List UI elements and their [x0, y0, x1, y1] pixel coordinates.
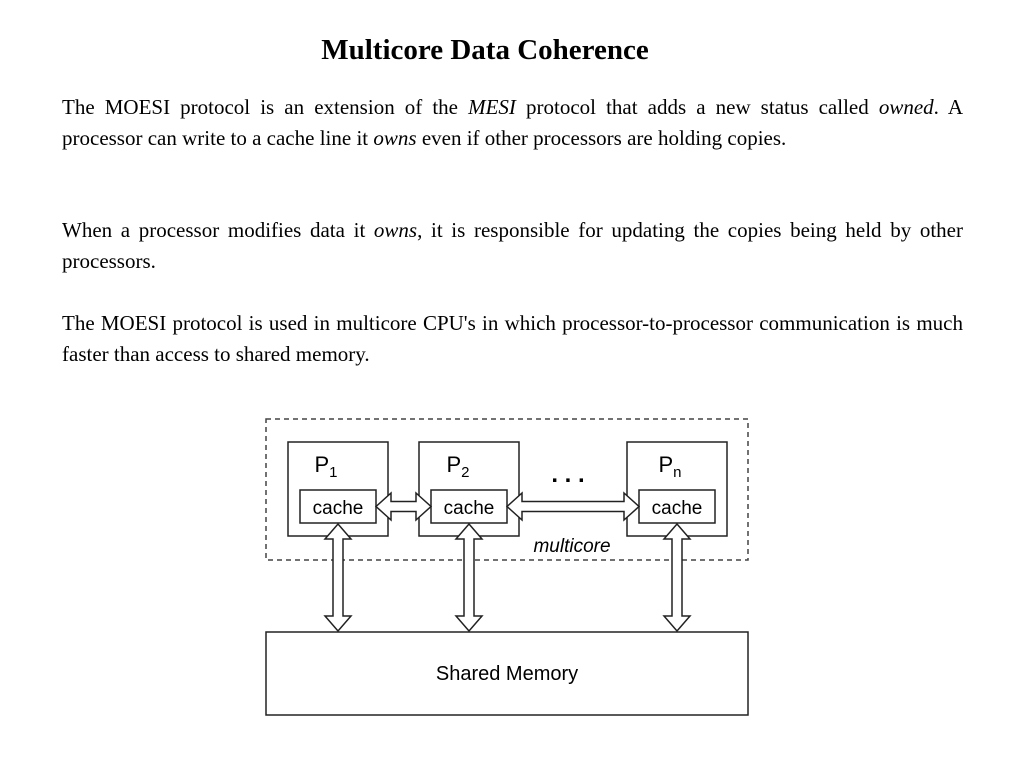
multicore-boundary [265, 418, 749, 561]
paragraph-owner-responsibility: When a processor modifies data it owns, … [62, 215, 963, 277]
text: even if other processors are holding cop… [416, 126, 787, 150]
processor-ellipsis: . . . [551, 461, 584, 488]
processor-label-1: P1 [314, 452, 337, 481]
text: , it is responsible for updating the cop… [62, 218, 963, 273]
processor-label-2: P2 [446, 452, 469, 481]
emphasis-owns: owns [373, 126, 417, 150]
text: protocol that adds a new status called [515, 95, 879, 119]
emphasis-owned: owned [878, 95, 934, 119]
page-title: Multicore Data Coherence [321, 34, 649, 66]
double-arrow-cache2-cachen [505, 491, 641, 522]
double-arrow-cache1-cache2 [374, 491, 433, 522]
text: . A processor can write to a cache line … [62, 95, 963, 150]
emphasis-owns: owns [373, 218, 418, 242]
cache-label-1: cache [313, 498, 364, 519]
text: When a processor modifies data it [62, 218, 374, 242]
multicore-label: multicore [533, 536, 610, 557]
cache-box-n [638, 489, 716, 524]
double-arrow-cache2-memory [454, 522, 484, 633]
shared-memory-label: Shared Memory [436, 663, 578, 685]
double-arrow-cachen-memory [662, 522, 692, 633]
text: The MOESI protocol is used in multicore … [62, 311, 963, 366]
paragraph-moesi-intro: The MOESI protocol is an extension of th… [62, 92, 963, 154]
text: The MOESI protocol is an extension of th… [62, 95, 469, 119]
shared-memory-box [265, 631, 749, 716]
double-arrow-cache1-memory [323, 522, 353, 633]
emphasis-mesi: MESI [468, 95, 516, 119]
processor-label-n: Pn [658, 452, 681, 481]
paragraph-multicore-usage: The MOESI protocol is used in multicore … [62, 308, 963, 370]
cache-label-2: cache [444, 498, 495, 519]
cache-label-n: cache [652, 498, 703, 519]
